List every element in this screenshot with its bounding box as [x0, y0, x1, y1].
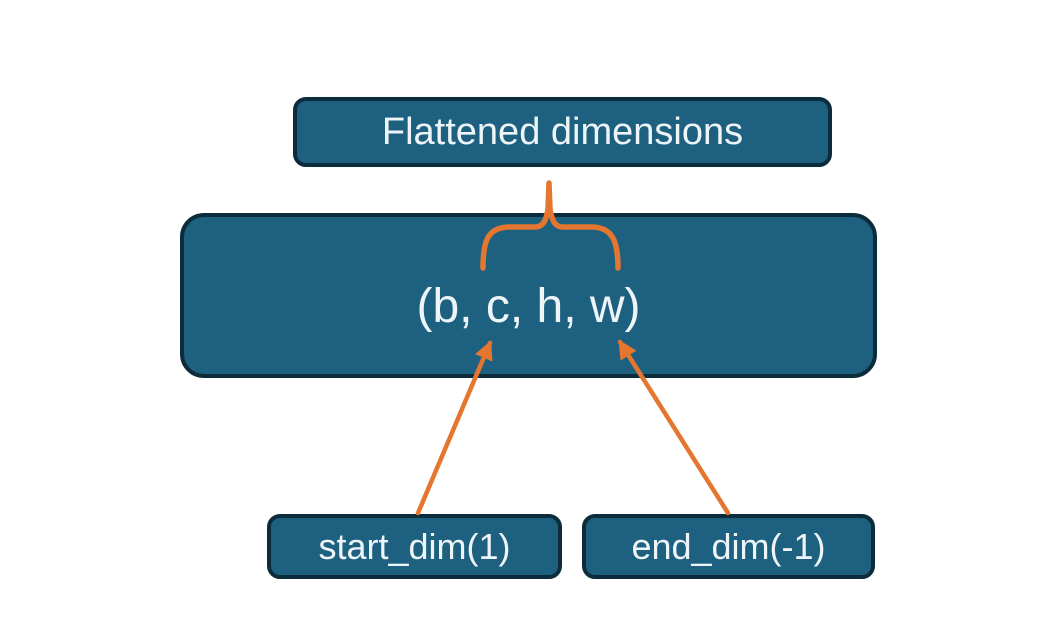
end-dim-node: end_dim(-1)	[582, 514, 875, 579]
flattened-dimensions-label: Flattened dimensions	[381, 110, 744, 153]
end-dim-label: end_dim(-1)	[631, 525, 826, 567]
start-dim-node: start_dim(1)	[267, 514, 562, 579]
start-dim-label: start_dim(1)	[318, 525, 511, 567]
flattened-dimensions-node: Flattened dimensions	[293, 97, 832, 167]
tensor-shape-label: (b, c, h, w)	[416, 280, 641, 333]
tensor-shape-node: (b, c, h, w)	[180, 213, 877, 378]
